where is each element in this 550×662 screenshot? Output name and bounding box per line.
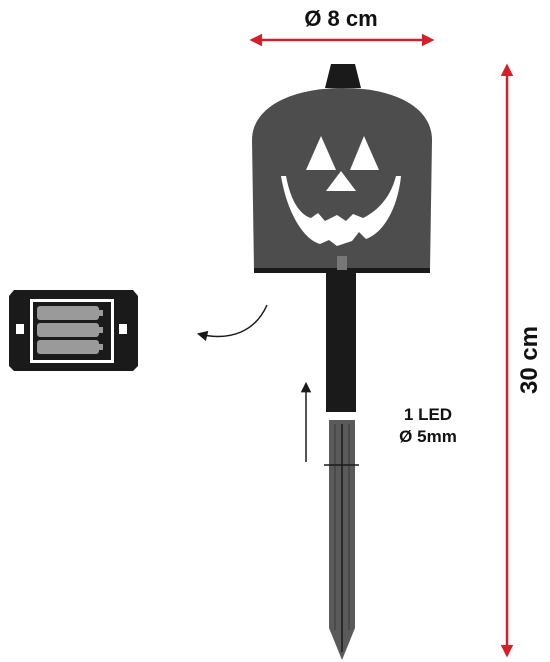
curved-arrow-icon	[196, 304, 268, 342]
led-label: 1 LED Ø 5mm	[399, 405, 457, 446]
width-label: Ø 8 cm	[304, 6, 377, 31]
battery-switch-right	[119, 324, 127, 334]
pole-upper	[326, 272, 356, 412]
height-label: 30 cm	[516, 326, 543, 394]
battery-cell-3-cap	[99, 344, 103, 350]
mouth	[281, 176, 401, 246]
ground-stake	[324, 420, 359, 660]
width-dimension: Ø 8 cm	[249, 6, 435, 47]
nose	[326, 171, 356, 191]
lamp-cap	[325, 64, 361, 88]
pole-joint	[326, 412, 356, 420]
right-eye	[350, 136, 379, 170]
battery-switch-left	[16, 324, 24, 334]
left-eye	[306, 136, 336, 170]
led-size-label: Ø 5mm	[399, 427, 457, 446]
led-count-label: 1 LED	[404, 405, 452, 424]
battery-cell-3	[37, 340, 99, 354]
battery-cell-1-cap	[99, 310, 103, 316]
lamp-pole	[326, 256, 356, 420]
lamp-base-rim	[254, 268, 430, 273]
pole-connector	[337, 256, 347, 270]
battery-box-icon	[9, 290, 138, 371]
pumpkin-lamp-head	[252, 64, 432, 273]
battery-cell-2	[37, 323, 99, 337]
battery-cell-2-cap	[99, 327, 103, 333]
jack-o-lantern-face-icon	[281, 136, 401, 246]
height-dimension: 30 cm	[500, 63, 543, 658]
battery-cell-1	[37, 306, 99, 320]
